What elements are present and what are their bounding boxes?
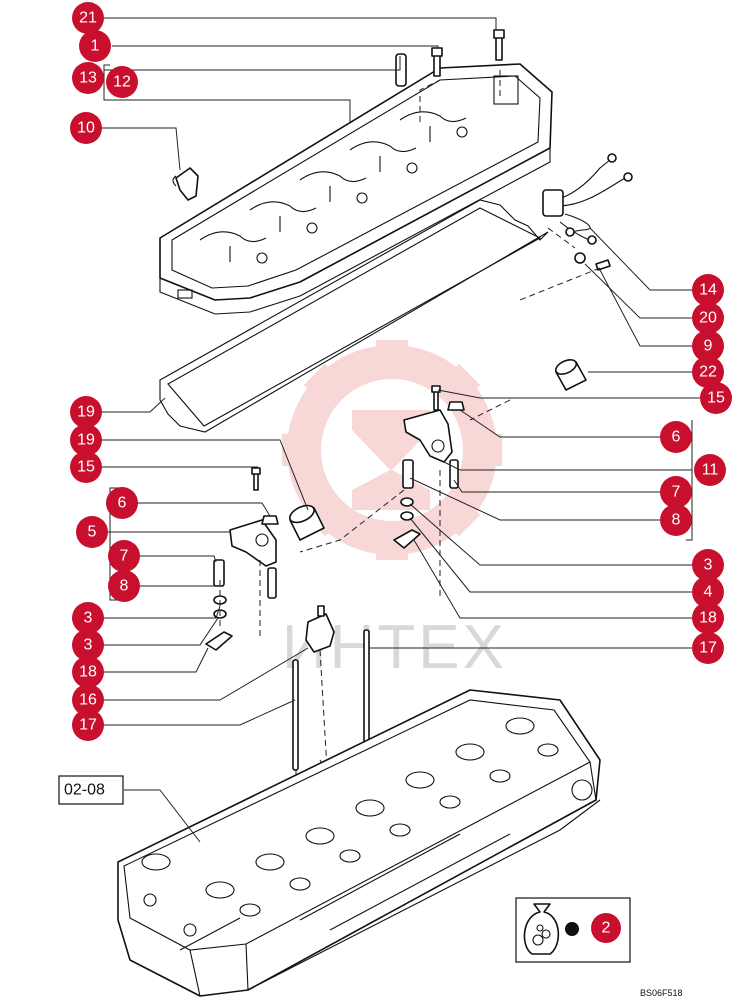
cover-bolt — [431, 47, 443, 77]
push-rod — [292, 659, 299, 771]
callout-label: 15 — [77, 459, 95, 476]
rocker-arm-assembly-right — [393, 385, 465, 549]
callout-label: 22 — [699, 364, 717, 381]
callout-label: 21 — [79, 10, 97, 27]
rocker-arm-assembly-left — [205, 467, 279, 651]
callout-label: 4 — [704, 584, 713, 601]
callout-label: 14 — [699, 282, 717, 299]
callout-label: 15 — [707, 390, 725, 407]
callout-label: 8 — [672, 512, 681, 529]
reference-box-label: 02-08 — [64, 782, 105, 799]
figure-code: BS06F518 — [640, 988, 683, 998]
callout-label: 3 — [84, 637, 93, 654]
callout-label: 5 — [88, 524, 97, 541]
valve-cover-gasket — [159, 199, 549, 433]
injector — [305, 605, 335, 653]
reference-box: 02-08 — [58, 775, 124, 805]
callout-label: 11 — [702, 462, 719, 479]
callout-label: 20 — [699, 310, 717, 327]
valve-cover — [159, 63, 553, 315]
grommet — [574, 252, 586, 264]
callout-label: 17 — [79, 717, 97, 734]
callout-label: 7 — [120, 548, 129, 565]
callout-label: 10 — [77, 120, 95, 137]
cylinder-head — [117, 689, 601, 997]
kit-note-box — [515, 897, 631, 963]
callout-label: 13 — [79, 70, 97, 87]
kit-dot-icon — [565, 922, 579, 936]
harness-clip — [175, 167, 199, 201]
valve-cover-gasket-inner — [167, 207, 542, 427]
push-rod — [363, 629, 370, 751]
sleeve — [554, 359, 587, 391]
callout-badges: 21 1 13 12 10 14 20 9 22 15 19 19 15 6 5… — [70, 2, 732, 741]
cover-bolt — [493, 29, 505, 61]
injector-harness — [542, 153, 633, 245]
harness-clip-loop — [172, 175, 177, 187]
callout-label: 18 — [79, 664, 97, 681]
callout-label: 19 — [77, 432, 95, 449]
harness-bolt — [595, 259, 611, 271]
callout-label: 18 — [699, 610, 717, 627]
callout-label: 6 — [672, 429, 681, 446]
callout-label: 3 — [704, 557, 713, 574]
callout-label: 7 — [672, 484, 681, 501]
callout-label: 3 — [84, 610, 93, 627]
callout-label: 19 — [77, 404, 95, 421]
callout-label: 16 — [79, 692, 97, 709]
callout-label: 17 — [699, 640, 717, 657]
callout-label: 12 — [113, 74, 131, 91]
callout-label: 9 — [704, 338, 713, 355]
callout-label: 8 — [120, 578, 129, 595]
callout-label: 1 — [91, 38, 100, 55]
leader-lines — [100, 17, 700, 843]
injector-sleeve — [289, 504, 325, 541]
kit-badge-label: 2 — [602, 920, 611, 937]
callout-label: 6 — [118, 495, 127, 512]
